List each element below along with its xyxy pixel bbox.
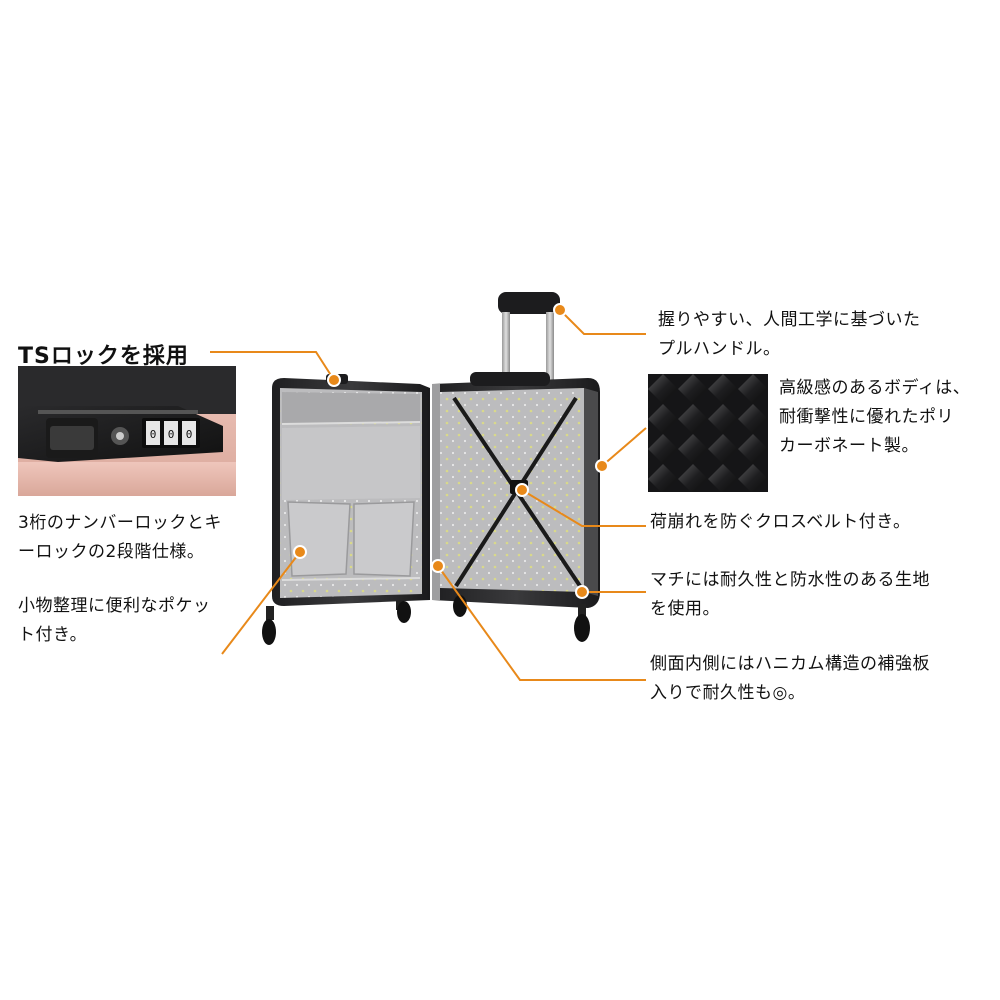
pull-handle: [498, 292, 560, 384]
svg-text:0: 0: [168, 428, 175, 441]
handle-caption: 握りやすい、人間工学に基づいた プルハンドル。: [658, 310, 921, 359]
pocket-caption: 小物整理に便利なポケッ ト付き。: [18, 596, 211, 645]
ts-lock-caption: 3桁のナンバーロックとキ ーロックの2段階仕様。: [18, 513, 222, 562]
gusset-caption: マチには耐久性と防水性のある生地 を使用。: [650, 570, 930, 619]
svg-text:0: 0: [150, 428, 157, 441]
diamond-texture-illustration: [648, 374, 768, 492]
callout-dots: [293, 303, 609, 599]
shell-texture-swatch: [648, 374, 768, 492]
ts-lock-photo: 0 0 0: [18, 366, 236, 496]
callout-lines: [210, 309, 647, 681]
shell-caption: 高級感のあるボディは、 耐衝撃性に優れたポリ カーボネート製。: [779, 378, 971, 456]
svg-text:0: 0: [186, 428, 193, 441]
cross-belt-caption: 荷崩れを防ぐクロスベルト付き。: [650, 512, 911, 532]
side-panel-caption: 側面内側にはハニカム構造の補強板 入りで耐久性も◎。: [650, 654, 930, 703]
ts-lock-title: TSロックを採用: [18, 344, 189, 369]
ts-lock-illustration: 0 0 0: [18, 366, 236, 496]
lid-shell: [272, 374, 430, 606]
wheels: [262, 595, 590, 645]
